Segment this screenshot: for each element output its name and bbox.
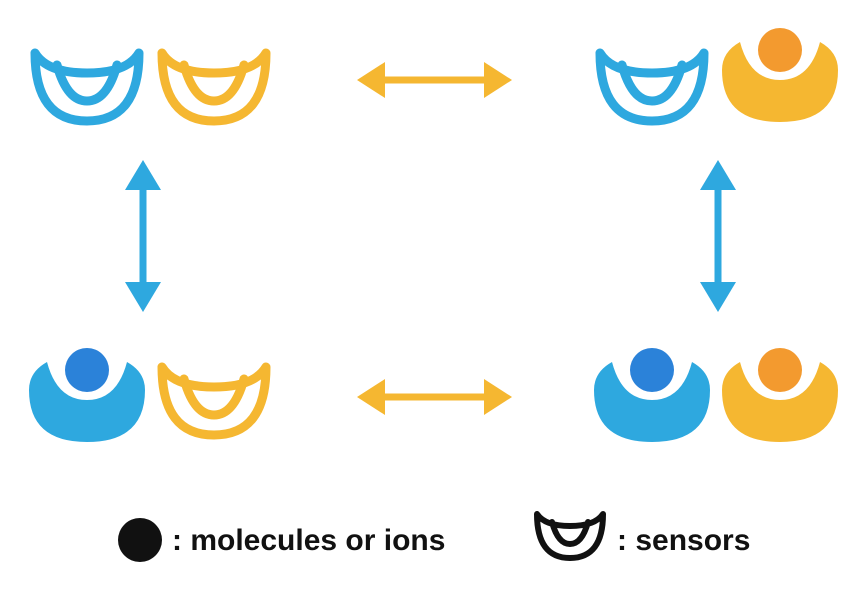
state-top-left [30,48,271,126]
sensor-a-bound [594,348,710,442]
legend: : molecules or ions : sensors [118,511,750,562]
sensor-b-bound [722,348,838,442]
state-bottom-right [594,348,838,442]
sensor-a-empty [595,48,709,126]
sensor-a-empty [30,48,144,126]
sensor-b-empty [157,48,271,126]
legend-analyte-icon [118,518,162,562]
sensor-a-bound [29,348,145,442]
arrow-left-vertical [125,160,161,312]
analyte-b [758,28,802,72]
analyte-b [758,348,802,392]
legend-sensor-label: : sensors [617,524,750,557]
arrow-right-vertical [700,160,736,312]
analyte-a [65,348,109,392]
state-bottom-left [29,348,271,442]
state-top-right [595,28,838,126]
analyte-a [630,348,674,392]
legend-analyte-label: : molecules or ions [172,524,445,557]
sensor-b-bound [722,28,838,122]
sensor-b-empty [157,362,271,440]
arrow-bottom-horizontal [357,379,512,415]
legend-sensor-icon [534,511,606,561]
arrow-top-horizontal [357,62,512,98]
